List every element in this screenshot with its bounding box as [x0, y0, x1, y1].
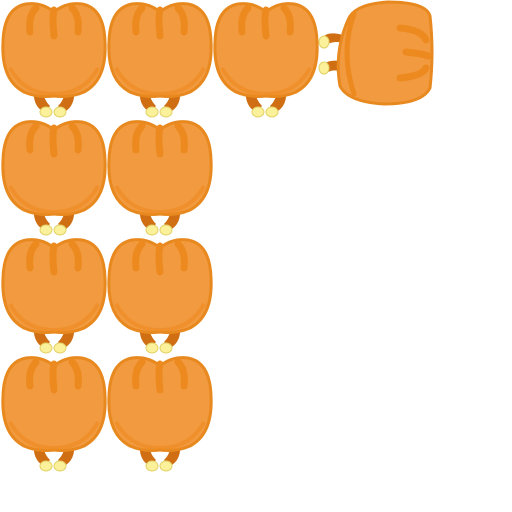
stripe-left: [26, 240, 40, 272]
frame-row1-col1: [1, 2, 107, 118]
stripe-middle: [155, 360, 164, 394]
left-foot: [39, 460, 53, 472]
left-foot: [145, 342, 159, 354]
left-foot: [251, 106, 265, 118]
body-rim: [114, 303, 206, 333]
left-foot: [145, 106, 159, 118]
stripe-right: [174, 122, 188, 154]
right-foot: [159, 224, 173, 236]
stripe-left: [132, 4, 146, 36]
stripe-middle: [155, 242, 164, 276]
right-foot: [53, 460, 67, 472]
stripe-middle: [49, 124, 58, 158]
frame-row2-col1: [1, 120, 107, 236]
left-foot: [39, 342, 53, 354]
stripe-left: [238, 4, 252, 36]
body-rim: [8, 67, 100, 97]
right-foot: [53, 342, 67, 354]
left-foot: [39, 224, 53, 236]
left-foot: [145, 224, 159, 236]
right-foot: [53, 224, 67, 236]
stripe-right: [174, 240, 188, 272]
stripe-right: [68, 358, 82, 390]
stripe-left: [26, 358, 40, 390]
left-foot: [145, 460, 159, 472]
stripe-right: [68, 4, 82, 36]
stripe-middle: [49, 242, 58, 276]
lower-foot: [318, 61, 330, 75]
stripe-right: [174, 4, 188, 36]
stripe-left: [132, 358, 146, 390]
frame-row2-col2: [107, 120, 213, 236]
body-rim: [114, 67, 206, 97]
left-foot: [39, 106, 53, 118]
stripe-left: [132, 240, 146, 272]
stripe-bottom: [396, 64, 430, 82]
body-rim: [8, 185, 100, 215]
stripe-middle: [49, 6, 58, 40]
right-foot: [159, 106, 173, 118]
upper-foot: [318, 35, 330, 49]
stripe-middle: [49, 360, 58, 394]
stripe-right: [280, 4, 294, 36]
body-rim: [114, 185, 206, 215]
body-rim: [114, 421, 206, 451]
right-foot: [159, 460, 173, 472]
stripe-left: [26, 4, 40, 36]
stripe-right: [174, 358, 188, 390]
body-rim: [8, 421, 100, 451]
body-rim: [8, 303, 100, 333]
stripe-left: [26, 122, 40, 154]
right-foot: [265, 106, 279, 118]
right-foot: [53, 106, 67, 118]
stripe-middle: [402, 48, 432, 60]
frame-row4-col1: [1, 356, 107, 472]
frame-row3-col1: [1, 238, 107, 354]
stripe-right: [68, 240, 82, 272]
body-rim: [220, 67, 312, 97]
frame-row4-col2: [107, 356, 213, 472]
body-rim: [344, 11, 357, 97]
stripe-right: [68, 122, 82, 154]
stripe-middle: [155, 124, 164, 158]
frame-row1-col3: [213, 2, 319, 118]
stripe-middle: [155, 6, 164, 40]
frame-row1-col4: [318, 0, 434, 106]
stripe-middle: [261, 6, 270, 40]
right-foot: [159, 342, 173, 354]
frame-row1-col2: [107, 2, 213, 118]
stripe-left: [132, 122, 146, 154]
frame-row3-col2: [107, 238, 213, 354]
stripe-top: [396, 24, 430, 44]
